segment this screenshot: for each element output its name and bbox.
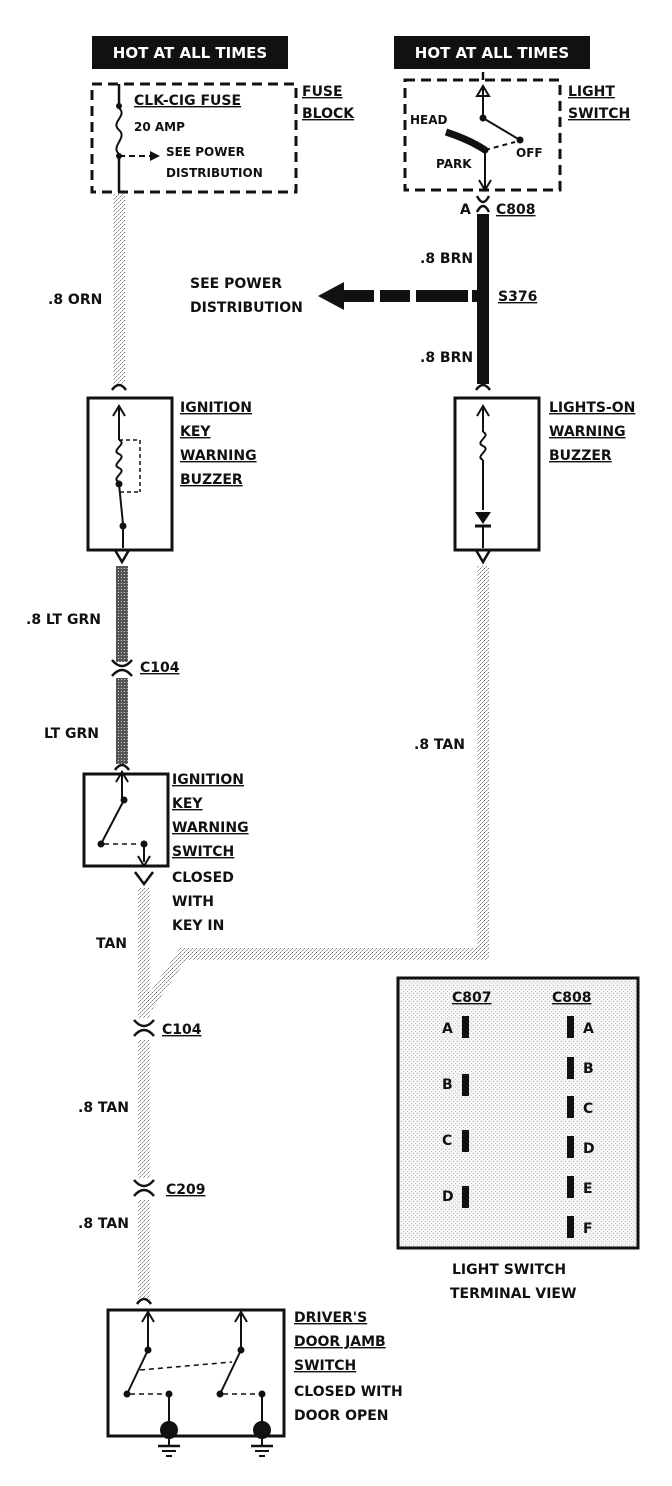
svg-text:PARK: PARK bbox=[436, 157, 472, 171]
svg-text:.8 BRN: .8 BRN bbox=[420, 350, 473, 366]
svg-text:TAN: TAN bbox=[96, 936, 127, 952]
fuse-rating-label: 20 AMP bbox=[134, 120, 185, 134]
svg-text:A: A bbox=[442, 1021, 453, 1037]
svg-text:WARNING: WARNING bbox=[172, 820, 249, 836]
svg-text:C104: C104 bbox=[162, 1022, 202, 1038]
svg-text:SWITCH: SWITCH bbox=[172, 844, 234, 860]
svg-text:.8 ORN: .8 ORN bbox=[48, 292, 102, 308]
svg-text:DOOR OPEN: DOOR OPEN bbox=[294, 1408, 389, 1424]
ignition-key-warning-switch: IGNITION KEY WARNING SWITCH CLOSED WITH … bbox=[82, 763, 249, 934]
svg-text:IGNITION: IGNITION bbox=[180, 400, 252, 416]
svg-text:WARNING: WARNING bbox=[549, 424, 626, 440]
light-switch: HEAD PARK OFF LIGHT SWITCH bbox=[403, 72, 630, 192]
svg-text:C104: C104 bbox=[140, 660, 180, 676]
connector-c104-lower: C104 bbox=[133, 1019, 202, 1038]
ignition-key-warning-buzzer: IGNITION KEY WARNING BUZZER bbox=[86, 383, 257, 565]
svg-text:TERMINAL VIEW: TERMINAL VIEW bbox=[450, 1286, 576, 1302]
light-switch-terminal-view: C807 C808 A B C D A B C D E F LIGHT SWIT… bbox=[396, 976, 640, 1302]
svg-text:DISTRIBUTION: DISTRIBUTION bbox=[166, 166, 263, 180]
svg-text:HOT AT ALL TIMES: HOT AT ALL TIMES bbox=[415, 44, 569, 62]
svg-text:BUZZER: BUZZER bbox=[180, 472, 243, 488]
svg-text:.8 LT GRN: .8 LT GRN bbox=[26, 612, 101, 628]
svg-text:B: B bbox=[442, 1077, 453, 1093]
c807-label: C807 bbox=[452, 990, 492, 1006]
svg-text:KEY: KEY bbox=[180, 424, 211, 440]
svg-text:WARNING: WARNING bbox=[180, 448, 257, 464]
lt-grn-wire bbox=[116, 566, 128, 662]
arrow-left-icon bbox=[318, 282, 344, 310]
svg-text:D: D bbox=[442, 1189, 454, 1205]
arrow-down-icon bbox=[137, 855, 151, 868]
splice-s376: S376 SEE POWER DISTRIBUTION bbox=[190, 276, 537, 316]
svg-text:C808: C808 bbox=[496, 202, 536, 218]
connector-c104-upper: C104 bbox=[111, 659, 180, 677]
svg-text:SEE POWER: SEE POWER bbox=[166, 145, 245, 159]
svg-text:.8 TAN: .8 TAN bbox=[78, 1100, 129, 1116]
tan-wire-left bbox=[138, 888, 150, 1018]
svg-text:.8 BRN: .8 BRN bbox=[420, 251, 473, 267]
svg-text:CLOSED WITH: CLOSED WITH bbox=[294, 1384, 403, 1400]
svg-text:DISTRIBUTION: DISTRIBUTION bbox=[190, 300, 303, 316]
coil-icon bbox=[479, 431, 487, 461]
svg-text:CLOSED: CLOSED bbox=[172, 870, 234, 886]
light-switch-label: LIGHT bbox=[568, 84, 615, 100]
svg-text:SEE POWER: SEE POWER bbox=[190, 276, 282, 292]
diode-icon bbox=[475, 512, 491, 524]
fuse-icon bbox=[115, 107, 123, 155]
fuse-block-label: FUSE bbox=[302, 84, 343, 100]
fuse-name-label: CLK-CIG FUSE bbox=[134, 93, 241, 109]
arrow-down-icon bbox=[478, 179, 492, 192]
hot-at-all-times-left: HOT AT ALL TIMES bbox=[92, 36, 288, 69]
svg-text:S376: S376 bbox=[498, 289, 537, 305]
lights-on-warning-buzzer: LIGHTS-ON WARNING BUZZER bbox=[453, 383, 635, 565]
svg-text:C: C bbox=[442, 1133, 452, 1149]
svg-text:KEY: KEY bbox=[172, 796, 203, 812]
svg-text:SWITCH: SWITCH bbox=[568, 106, 630, 122]
svg-text:A: A bbox=[583, 1021, 594, 1037]
lt-grn-wire-lower bbox=[116, 678, 128, 764]
orn-wire bbox=[113, 194, 125, 384]
arrow-right-icon bbox=[150, 151, 160, 161]
svg-text:KEY IN: KEY IN bbox=[172, 918, 224, 934]
coil-icon bbox=[115, 439, 123, 483]
tan-wire-mid bbox=[138, 1040, 150, 1178]
svg-text:.8 TAN: .8 TAN bbox=[78, 1216, 129, 1232]
svg-text:C: C bbox=[583, 1101, 593, 1117]
svg-text:C209: C209 bbox=[166, 1182, 206, 1198]
svg-text:LIGHTS-ON: LIGHTS-ON bbox=[549, 400, 635, 416]
fuse-block: CLK-CIG FUSE 20 AMP SEE POWER DISTRIBUTI… bbox=[90, 82, 355, 194]
svg-text:SWITCH: SWITCH bbox=[294, 1358, 356, 1374]
svg-text:IGNITION: IGNITION bbox=[172, 772, 244, 788]
drivers-door-jamb-switch: DRIVER'S DOOR JAMB SWITCH CLOSED WITH DO… bbox=[106, 1297, 403, 1457]
tan-wire-cross bbox=[142, 948, 489, 1010]
connector-c808: A C808 bbox=[460, 195, 536, 218]
svg-text:BLOCK: BLOCK bbox=[302, 106, 355, 122]
svg-text:D: D bbox=[583, 1141, 595, 1157]
svg-text:HEAD: HEAD bbox=[410, 113, 448, 127]
hot-at-all-times-right: HOT AT ALL TIMES bbox=[394, 36, 590, 69]
svg-text:DOOR JAMB: DOOR JAMB bbox=[294, 1334, 386, 1350]
c808-label: C808 bbox=[552, 990, 592, 1006]
svg-text:DRIVER'S: DRIVER'S bbox=[294, 1310, 367, 1326]
tan-wire-right bbox=[477, 566, 489, 948]
svg-text:LT GRN: LT GRN bbox=[44, 726, 99, 742]
svg-text:E: E bbox=[583, 1181, 593, 1197]
svg-text:.8 TAN: .8 TAN bbox=[414, 737, 465, 753]
svg-text:B: B bbox=[583, 1061, 594, 1077]
svg-text:A: A bbox=[460, 202, 471, 218]
tan-wire-bottom bbox=[138, 1200, 150, 1300]
svg-text:BUZZER: BUZZER bbox=[549, 448, 612, 464]
terminal-view-title: LIGHT SWITCH bbox=[452, 1262, 566, 1278]
svg-text:HOT AT ALL TIMES: HOT AT ALL TIMES bbox=[113, 44, 267, 62]
svg-text:WITH: WITH bbox=[172, 894, 214, 910]
svg-text:F: F bbox=[583, 1221, 593, 1237]
svg-text:OFF: OFF bbox=[516, 146, 543, 160]
connector-c209: C209 bbox=[133, 1179, 206, 1198]
